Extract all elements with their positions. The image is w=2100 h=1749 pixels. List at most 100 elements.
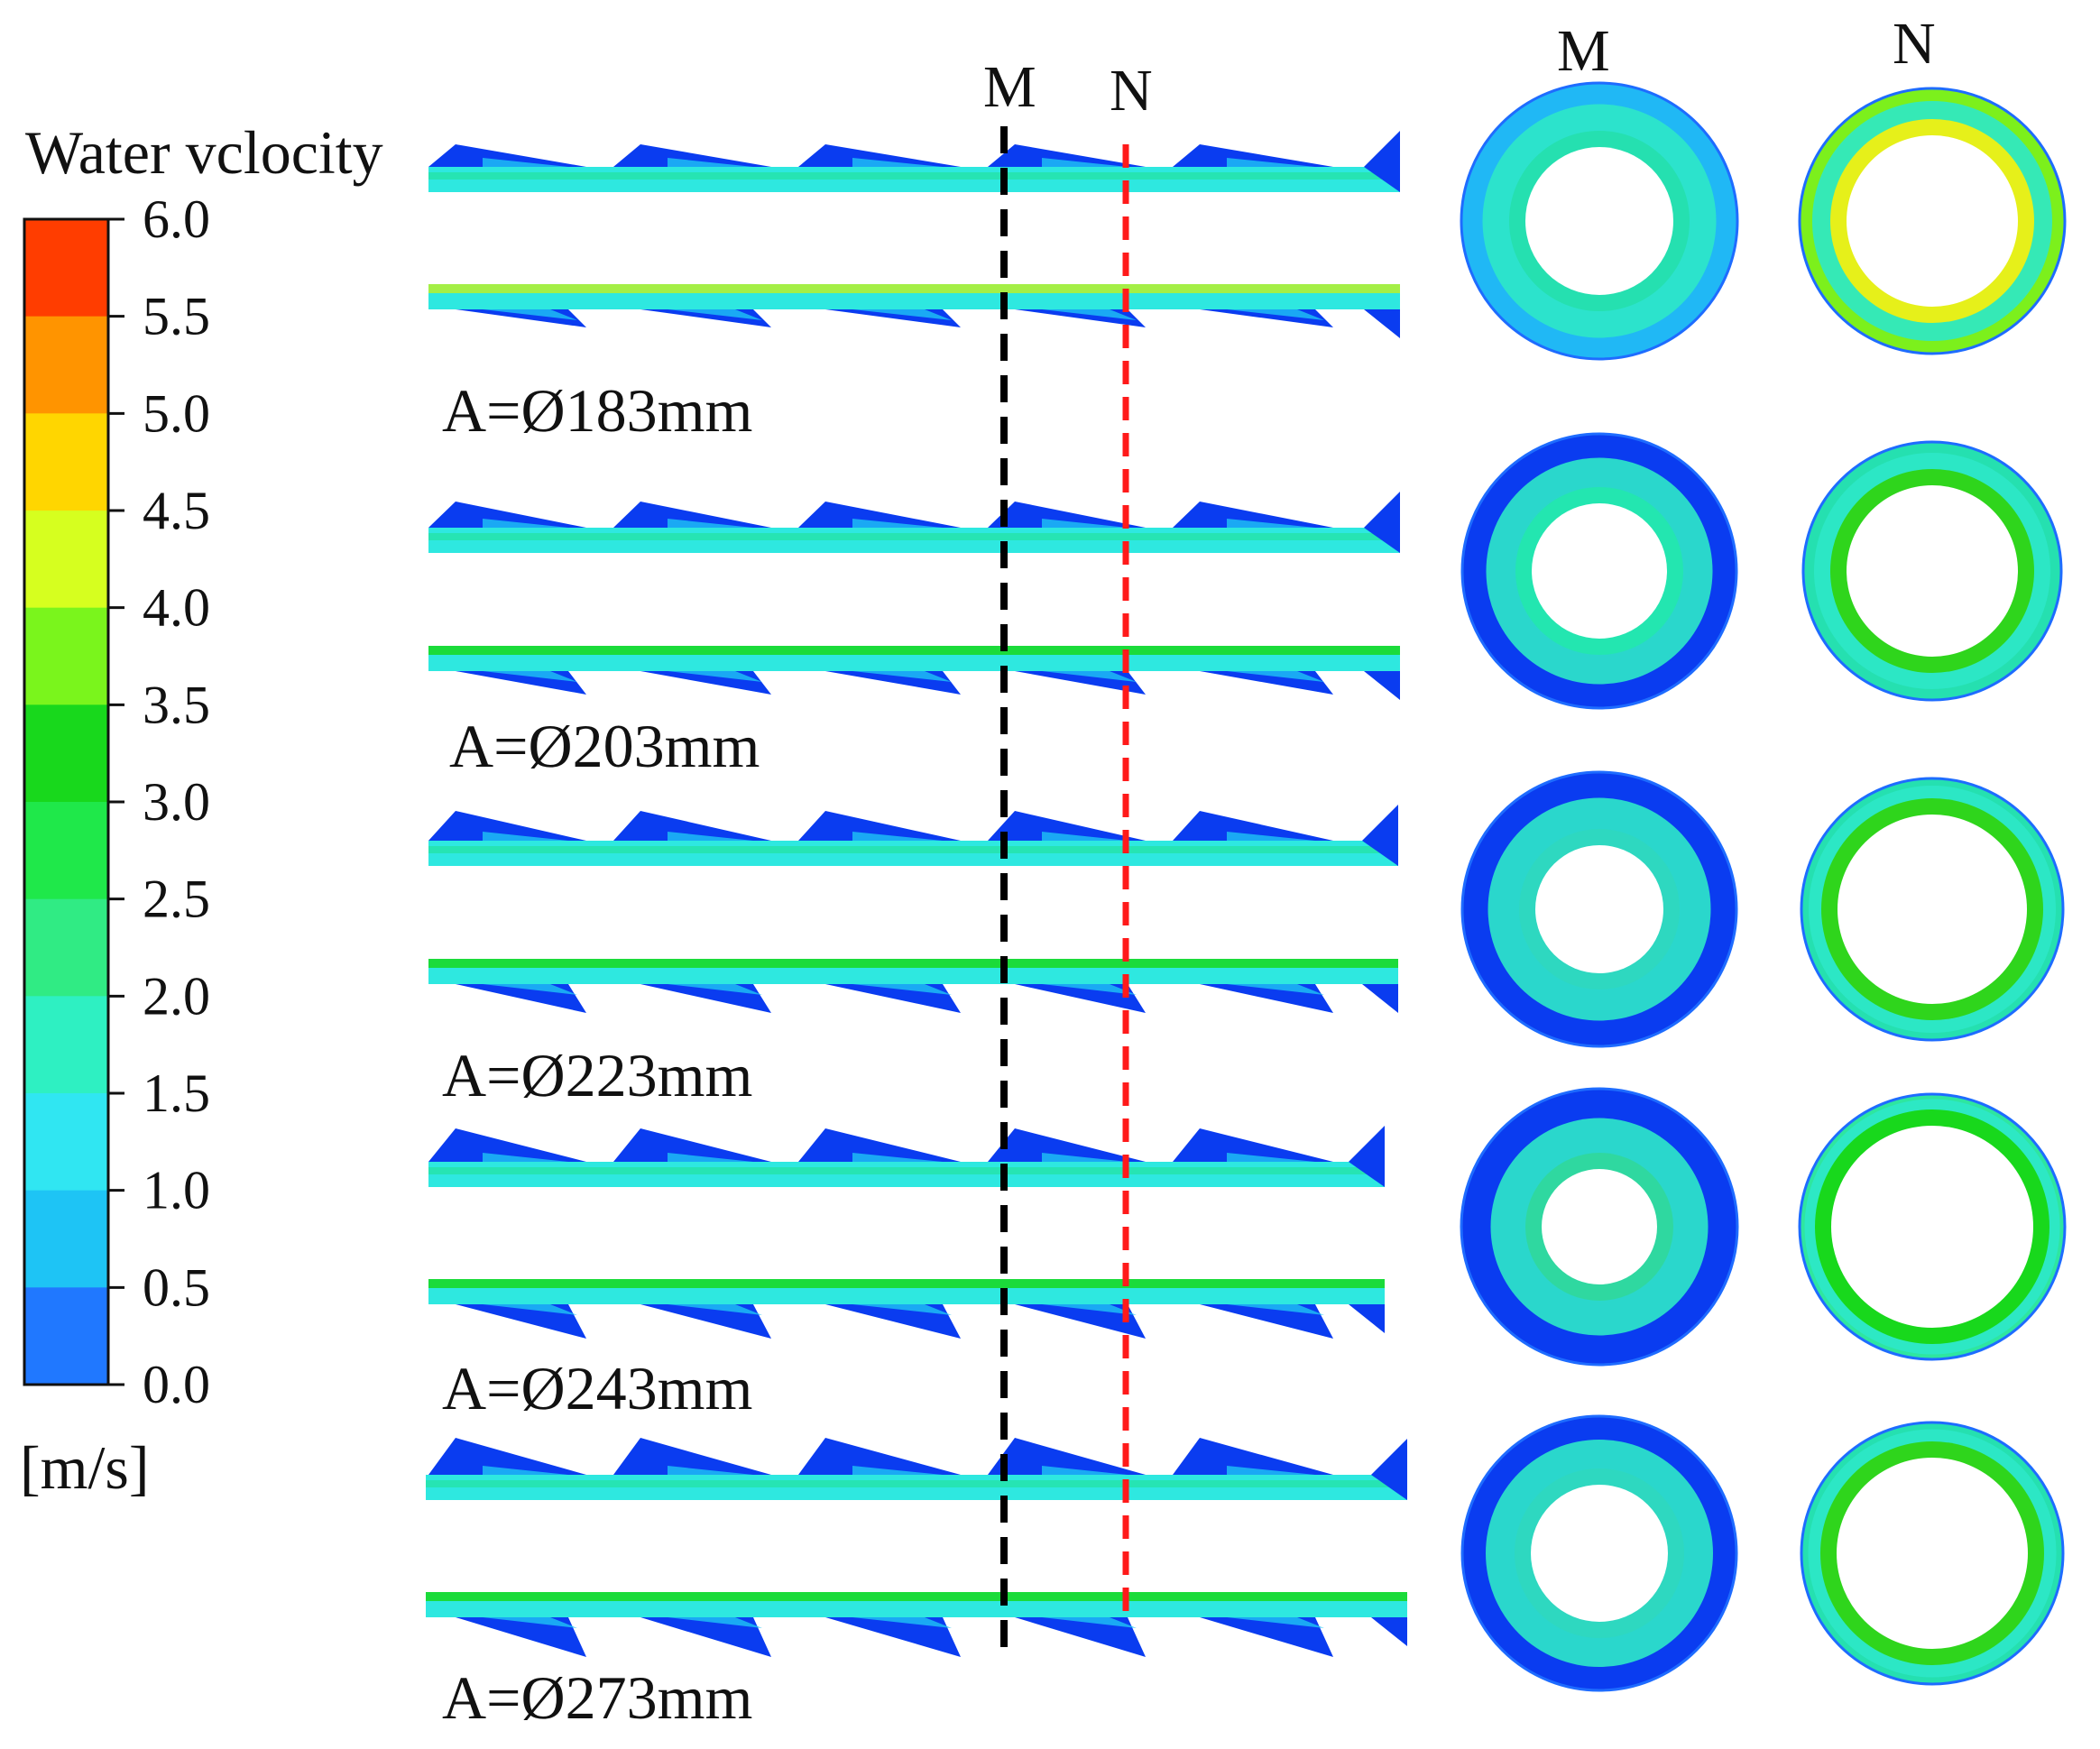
legend-band <box>24 413 108 511</box>
lower-tooth-gradient <box>852 984 952 995</box>
upper-blade-tooth <box>1173 502 1333 528</box>
lower-tooth-gradient <box>1042 671 1137 682</box>
ring-hub <box>1837 1458 2028 1649</box>
legend-band <box>24 219 108 318</box>
upper-tooth-gradient <box>852 158 943 167</box>
upper-tooth-gradient <box>483 1153 568 1162</box>
section-pair <box>428 131 1400 338</box>
lower-tooth-gradient <box>1227 984 1324 995</box>
ring-hub <box>1847 135 2018 307</box>
lower-blade-tooth <box>825 1617 961 1657</box>
upper-blade-tooth <box>1173 1438 1333 1475</box>
upper-channel-core <box>428 846 1398 853</box>
upper-tooth-gradient <box>668 832 753 841</box>
ring-hub <box>1535 845 1663 973</box>
upper-blade-tooth <box>613 1438 771 1475</box>
lower-end-cap <box>1371 1617 1407 1646</box>
lower-channel-wall <box>428 1279 1385 1288</box>
lower-blade-tooth <box>456 1304 586 1339</box>
legend-ticks: 6.05.55.04.54.03.53.02.52.01.51.00.50.0 <box>108 189 210 1414</box>
upper-tooth-gradient <box>668 519 753 528</box>
column-label-m: M <box>1557 18 1610 84</box>
upper-tooth-gradient <box>1042 158 1128 167</box>
upper-blade-tooth <box>1173 1128 1333 1162</box>
upper-tooth-gradient <box>1042 832 1128 841</box>
upper-end-cap <box>1349 1126 1385 1187</box>
lower-tooth-gradient <box>852 309 952 320</box>
upper-end-cap <box>1364 131 1400 192</box>
upper-tooth-gradient <box>1227 158 1315 167</box>
upper-tooth-gradient <box>852 832 943 841</box>
upper-blade-tooth <box>428 144 586 167</box>
lower-blade-tooth <box>1200 1304 1333 1339</box>
legend-tick-label: 0.5 <box>143 1257 210 1317</box>
upper-channel-core <box>428 533 1400 540</box>
ring-hub <box>1847 485 2018 657</box>
longitudinal-sections <box>426 131 1407 1657</box>
upper-blade-tooth <box>613 502 771 528</box>
case-label: A=Ø223mm <box>442 1041 752 1109</box>
ring-hub <box>1838 815 2027 1004</box>
legend-band <box>24 316 108 415</box>
upper-blade-tooth <box>988 1438 1146 1475</box>
upper-tooth-gradient <box>1227 832 1315 841</box>
upper-tooth-gradient <box>668 1153 753 1162</box>
legend-tick-label: 2.5 <box>143 870 210 929</box>
lower-tooth-gradient <box>483 1617 577 1628</box>
legend-tick-label: 4.5 <box>143 481 210 540</box>
upper-tooth-gradient <box>1227 1153 1315 1162</box>
lower-blade-tooth <box>1200 1617 1333 1657</box>
upper-blade-tooth <box>988 1128 1146 1162</box>
lower-tooth-gradient <box>1042 309 1137 320</box>
legend-tick-label: 4.0 <box>143 578 210 638</box>
legend-tick-label: 6.0 <box>143 189 210 249</box>
legend-bands <box>23 217 110 1386</box>
section-pair <box>428 805 1398 1013</box>
legend-tick-label: 5.0 <box>143 383 210 443</box>
cross-section-m <box>1460 1414 1738 1692</box>
case-label: A=Ø183mm <box>442 376 752 445</box>
upper-blade-tooth <box>798 144 961 167</box>
lower-tooth-gradient <box>483 1304 577 1315</box>
lower-tooth-gradient <box>668 1304 762 1315</box>
cross-section-n <box>1798 1092 2067 1361</box>
lower-blade-tooth <box>1015 1617 1146 1657</box>
upper-blade-tooth <box>428 811 586 841</box>
upper-channel-core <box>428 1167 1385 1174</box>
cross-section-n <box>1800 777 2065 1042</box>
cross-section-m <box>1460 1087 1739 1367</box>
lower-blade-tooth <box>825 1304 961 1339</box>
upper-tooth-gradient <box>1042 1153 1128 1162</box>
upper-blade-tooth <box>613 144 771 167</box>
legend-band <box>24 1287 108 1385</box>
legend-title: Water vclocity <box>25 118 383 187</box>
upper-blade-tooth <box>798 502 961 528</box>
upper-blade-tooth <box>428 1438 586 1475</box>
upper-tooth-gradient <box>1042 519 1128 528</box>
cross-section-m <box>1460 81 1739 361</box>
upper-blade-tooth <box>798 1128 961 1162</box>
upper-blade-tooth <box>798 1438 961 1475</box>
cross-section-n <box>1801 440 2063 702</box>
lower-tooth-gradient <box>668 671 762 682</box>
case-label: A=Ø203mm <box>449 712 760 780</box>
legend-band <box>24 898 108 998</box>
column-label-n: N <box>1893 11 1936 77</box>
upper-tooth-gradient <box>483 832 568 841</box>
legend-tick-label: 2.0 <box>143 966 210 1026</box>
section-markers: M N <box>983 54 1153 1655</box>
lower-tooth-gradient <box>852 1304 952 1315</box>
upper-tooth-gradient <box>1227 1466 1315 1475</box>
lower-channel-wall <box>426 1592 1407 1601</box>
section-pair <box>428 1126 1385 1339</box>
lower-tooth-gradient <box>1042 1304 1137 1315</box>
cross-section-m <box>1460 770 1738 1048</box>
lower-end-cap <box>1364 671 1400 700</box>
lower-end-cap <box>1364 309 1400 338</box>
legend-band <box>24 511 108 609</box>
cross-sections <box>1460 81 2067 1692</box>
color-legend: Water vclocity 6.05.55.04.54.03.53.02.52… <box>20 118 383 1502</box>
upper-tooth-gradient <box>483 1466 568 1475</box>
lower-blade-tooth <box>640 1617 771 1657</box>
